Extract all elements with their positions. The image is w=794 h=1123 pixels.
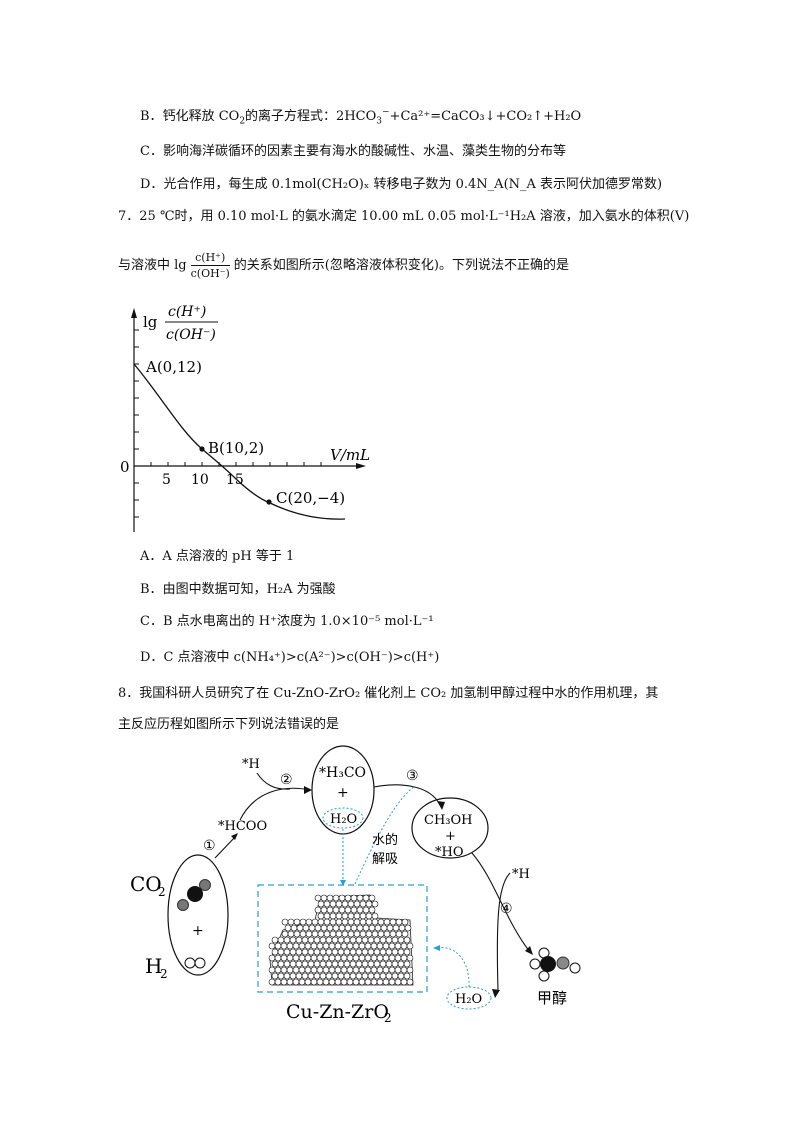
- catalyst-spheres: [268, 894, 414, 986]
- y-axis-label-lg: lg: [143, 313, 158, 331]
- option-text: +Ca²⁺=CaCO₃↓+CO₂↑+H₂O: [389, 109, 582, 124]
- fraction-denominator: c(OH⁻): [190, 267, 230, 280]
- arrow-head-icon: [492, 989, 500, 998]
- plus-sign: +: [445, 829, 456, 844]
- methanol-molecule-icon: [529, 947, 581, 982]
- catalyst-label: Cu-Zn-ZrO: [286, 1001, 389, 1023]
- option-text: A 点溶液的 pH 等于 1: [162, 549, 295, 564]
- lg-fraction: c(H⁺)c(OH⁻): [190, 250, 230, 281]
- h-star-label: *H: [242, 757, 260, 772]
- ch3oh-label: CH₃OH: [424, 813, 473, 828]
- option-text: B 点水电离出的 H⁺浓度为 1.0×10⁻⁵ mol·L⁻¹: [162, 614, 434, 629]
- step-4-label: ④: [500, 901, 513, 917]
- h-star-label: *H: [512, 867, 530, 882]
- h2-subscript: 2: [160, 967, 168, 981]
- x-axis-label: V/mL: [330, 446, 370, 464]
- label-c: C(20,−4): [276, 489, 345, 507]
- o-atom-icon: [177, 899, 189, 911]
- catalyst-box: [257, 884, 428, 993]
- x-tick-10: 10: [191, 472, 209, 488]
- option-label: D．: [140, 650, 164, 665]
- option-text: 由图中数据可知，H₂A 为强酸: [162, 582, 336, 597]
- option-text: 影响海洋碳循环的因素主要有海水的酸碱性、水温、藻类生物的分布等: [162, 144, 566, 159]
- plus-sign: +: [337, 785, 349, 801]
- option-text: 钙化释放 CO: [162, 109, 240, 124]
- y-axis-arrow-icon: [131, 308, 137, 318]
- c-atom-icon: [187, 886, 203, 902]
- co2-label: CO: [130, 872, 162, 896]
- fraction-numerator: c(H⁺): [190, 250, 230, 266]
- point-c: [266, 499, 272, 505]
- step-1-label: ①: [203, 838, 216, 854]
- titration-curve: [133, 363, 346, 520]
- q8-stem-line2: 主反应历程如图所示下列说法错误的是: [118, 717, 340, 732]
- h2o-out-label: H₂O: [455, 992, 482, 1007]
- y-axis-label-den: c(OH⁻): [166, 327, 216, 343]
- product-oval: [411, 797, 489, 859]
- superscript: −: [382, 107, 390, 118]
- q7-option-d: D．C 点溶液中 c(NH₄⁺)>c(A²⁻)>c(OH⁻)>c(H⁺): [140, 649, 439, 667]
- option-label: D．: [140, 177, 164, 192]
- stem-text: 的关系如图所示(忽略溶液体积变化)。下列说法不正确的是: [233, 258, 569, 273]
- origin-label: 0: [120, 458, 130, 476]
- arrow-head-icon: [231, 833, 238, 840]
- q7-option-a: A．A 点溶液的 pH 等于 1: [140, 548, 294, 566]
- option-text: 光合作用，每生成 0.1mol(CH₂O)ₓ 转移电子数为 0.4N_A(N_A…: [163, 177, 663, 192]
- arrow-head-icon: [433, 945, 440, 951]
- subscript: 3: [376, 116, 382, 127]
- option-label: C．: [140, 614, 163, 629]
- option-text: C 点溶液中 c(NH₄⁺)>c(A²⁻)>c(OH⁻)>c(H⁺): [163, 650, 440, 665]
- desorption-label: 水的: [372, 832, 398, 848]
- h-atom-icon: [194, 957, 206, 969]
- co2-subscript: 2: [158, 885, 166, 899]
- x-tick-15: 15: [226, 472, 244, 488]
- y-ticks: [134, 329, 139, 518]
- methanol-label: 甲醇: [537, 989, 567, 1007]
- q6-option-d: D．光合作用，每生成 0.1mol(CH₂O)ₓ 转移电子数为 0.4N_A(N…: [140, 176, 662, 194]
- subscript: 2: [239, 116, 246, 127]
- desorption-label: 解吸: [372, 852, 398, 867]
- x-ticks: [150, 462, 322, 466]
- step-3-label: ③: [406, 768, 419, 784]
- hcoo-label: *HCOO: [218, 819, 267, 834]
- option-text: 的离子方程式：2HCO: [245, 109, 377, 124]
- arrow-head-icon: [437, 801, 445, 810]
- stem-text: 与溶液中 lg: [118, 258, 187, 273]
- arrow-head-icon: [340, 880, 346, 886]
- x-tick-5: 5: [162, 472, 171, 488]
- ho-star-label: *HO: [435, 845, 464, 860]
- h3co-label: *H₃CO: [319, 765, 366, 781]
- reaction-diagram: CO 2 + H 2 ① *HCOO *H ② *H₃CO + H₂O ③: [130, 745, 581, 1025]
- option-label: A．: [140, 549, 163, 564]
- q7-option-b: B．由图中数据可知，H₂A 为强酸: [140, 581, 336, 599]
- option-label: C．: [140, 144, 163, 159]
- step-2-label: ②: [280, 772, 293, 788]
- q7-option-c: C．B 点水电离出的 H⁺浓度为 1.0×10⁻⁵ mol·L⁻¹: [140, 613, 434, 631]
- label-a: A(0,12): [145, 358, 202, 376]
- q8-stem-line1: 8．我国科研人员研究了在 Cu-ZnO-ZrO₂ 催化剂上 CO₂ 加氢制甲醇过…: [118, 686, 659, 701]
- reactant-oval: [167, 854, 229, 976]
- y-axis-label-num: c(H⁺): [168, 304, 206, 320]
- catalyst-subscript: 2: [384, 1011, 392, 1025]
- h2-label: H: [145, 954, 162, 978]
- arrow-head-icon: [304, 786, 312, 794]
- point-b: [199, 446, 205, 452]
- option-label: B．: [140, 109, 163, 124]
- q6-option-c: C．影响海洋碳循环的因素主要有海水的酸碱性、水温、藻类生物的分布等: [140, 143, 566, 161]
- label-b: B(10,2): [208, 439, 264, 457]
- q7-stem-line1: 7．25 ℃时，用 0.10 mol·L 的氨水滴定 10.00 mL 0.05…: [118, 209, 690, 224]
- h-atom-icon: [184, 957, 196, 969]
- o-atom-icon: [199, 879, 211, 891]
- plus-sign: +: [192, 923, 204, 939]
- q6-option-b: B．钙化释放 CO2的离子方程式：2HCO3−+Ca²⁺=CaCO₃↓+CO₂↑…: [140, 108, 581, 126]
- arrow-head-icon: [525, 946, 533, 955]
- h2o-label: H₂O: [330, 812, 357, 827]
- x-axis-arrow-icon: [356, 463, 366, 469]
- option-label: B．: [140, 582, 163, 597]
